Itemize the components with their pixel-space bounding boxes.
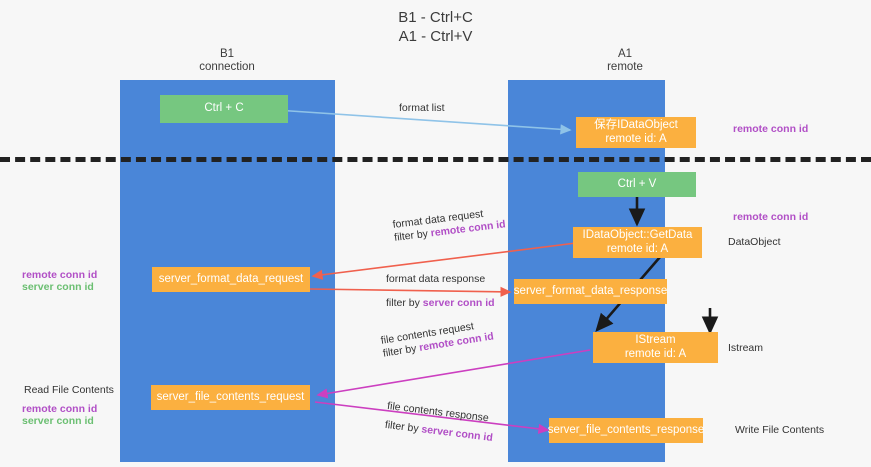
edge-label-format-data-response: format data response filter by server co… <box>386 273 495 310</box>
box-save-idataobject[interactable]: 保存IDataObject remote id: A <box>576 117 696 148</box>
annotation-read-file-contents: Read File Contents <box>24 384 114 396</box>
column-header-a1: A1 remote <box>545 48 705 74</box>
annotation-left-remote-conn-id-bottom: remote conn id <box>22 403 98 415</box>
box-istream-line-1: IStream <box>635 334 676 346</box>
annotation-remote-conn-id-mid: remote conn id <box>733 211 809 223</box>
box-istream[interactable]: IStream remote id: A <box>593 332 718 363</box>
box-server-file-contents-response[interactable]: server_file_contents_response <box>547 418 705 443</box>
edge-label-file-contents-response: file contents response filter by server … <box>384 400 496 445</box>
box-ctrl-c[interactable]: Ctrl + C <box>160 95 288 123</box>
edge-label-file-contents-response-filter-prefix: filter by <box>384 418 423 436</box>
box-idataobject-getdata[interactable]: IDataObject::GetData remote id: A <box>573 227 702 258</box>
box-server-file-contents-response-label: server_file_contents_response <box>547 423 705 436</box>
box-server-format-data-response-label: server_format_data_response <box>513 284 668 297</box>
edge-label-file-contents-request: file contents request filter by remote c… <box>380 317 495 360</box>
box-ctrl-c-label: Ctrl + C <box>204 102 244 115</box>
annotation-remote-conn-id-top: remote conn id <box>733 123 809 135</box>
edge-label-file-contents-response-filter-key: server conn id <box>420 423 494 444</box>
page-title: B1 - Ctrl+C A1 - Ctrl+V <box>0 8 871 46</box>
edge-label-format-data-response-line-1: format data response <box>386 273 486 285</box>
box-server-format-data-request-label: server_format_data_request <box>158 272 304 285</box>
box-save-idataobject-line-1: 保存IDataObject <box>594 119 678 131</box>
column-header-b1-sub: connection <box>199 61 255 73</box>
annotation-left-server-conn-id-mid: server conn id <box>22 281 94 293</box>
box-save-idataobject-line-2: remote id: A <box>605 132 667 145</box>
column-header-b1-name: B1 <box>219 48 235 60</box>
page-title-line-1: B1 - Ctrl+C <box>398 9 473 26</box>
annotation-dataobject: DataObject <box>728 236 781 248</box>
box-ctrl-v[interactable]: Ctrl + V <box>578 172 696 197</box>
column-header-a1-sub: remote <box>607 61 643 73</box>
annotation-write-file-contents: Write File Contents <box>735 424 825 436</box>
box-idataobject-getdata-line-1: IDataObject::GetData <box>582 229 693 241</box>
edge-label-format-list: format list <box>399 102 445 114</box>
edge-label-format-data-response-line-2: filter by server conn id <box>386 297 495 310</box>
edge-label-format-data-response-filter-prefix: filter by <box>386 297 423 309</box>
box-ctrl-v-label: Ctrl + V <box>617 177 657 190</box>
phase-divider <box>0 157 871 162</box>
annotation-left-server-conn-id-bottom: server conn id <box>22 415 94 427</box>
edge-label-format-data-request: format data request filter by remote con… <box>392 205 506 244</box>
column-header-b1: B1 connection <box>147 48 307 74</box>
column-header-a1-name: A1 <box>617 48 633 60</box>
box-istream-line-2: remote id: A <box>624 347 687 360</box>
box-server-format-data-response[interactable]: server_format_data_response <box>514 279 667 304</box>
edge-label-format-data-response-filter-key: server conn id <box>422 297 495 309</box>
box-server-file-contents-request[interactable]: server_file_contents_request <box>151 385 310 410</box>
box-server-file-contents-request-label: server_file_contents_request <box>156 390 305 403</box>
annotation-istream: Istream <box>728 342 764 354</box>
box-server-format-data-request[interactable]: server_format_data_request <box>152 267 310 292</box>
page-title-line-2: A1 - Ctrl+V <box>398 28 473 45</box>
annotation-left-remote-conn-id-mid: remote conn id <box>22 269 98 281</box>
box-idataobject-getdata-line-2: remote id: A <box>606 242 669 255</box>
